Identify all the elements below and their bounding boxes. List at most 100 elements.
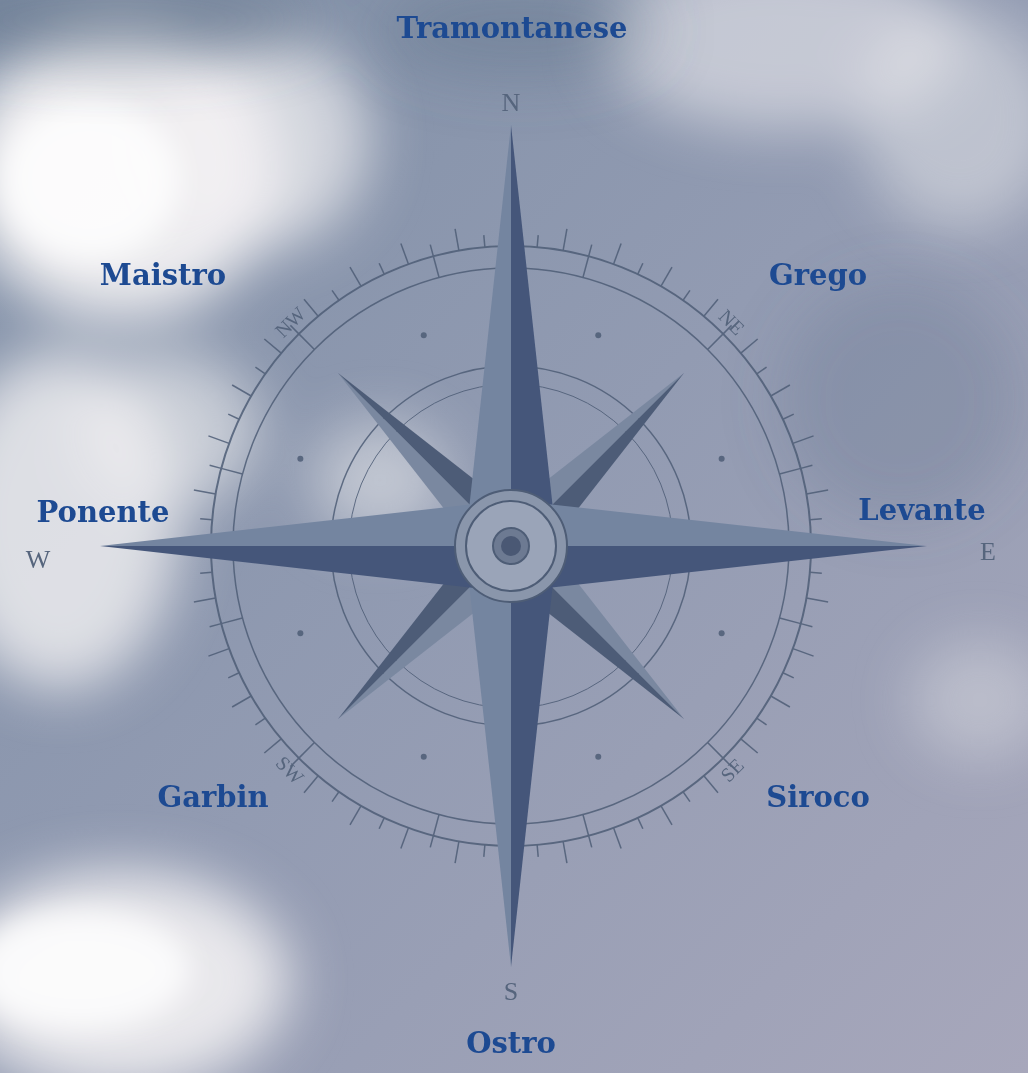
tick (484, 235, 485, 247)
tick (708, 334, 724, 350)
tick (401, 828, 409, 849)
wind-name: Levante (858, 496, 985, 525)
direction-letter: N (502, 90, 521, 116)
tick (563, 841, 567, 863)
tick (810, 519, 822, 520)
tick (332, 792, 339, 802)
dot (719, 456, 725, 462)
direction-letter: W (26, 547, 51, 573)
tick (708, 743, 724, 759)
star-point (465, 546, 511, 967)
wind-name: Maistro (100, 261, 226, 290)
tick (264, 339, 281, 353)
tick (332, 290, 339, 300)
wind-name: Ostro (466, 1029, 556, 1058)
tick (757, 367, 767, 374)
tick (228, 673, 239, 678)
tick (661, 267, 672, 286)
tick (194, 598, 216, 602)
tick (793, 649, 814, 657)
tick (200, 572, 212, 573)
tick (304, 776, 318, 793)
direction-letter: S (504, 979, 518, 1005)
tick (210, 624, 222, 627)
tick (806, 490, 828, 494)
hub (493, 528, 529, 564)
tick (299, 334, 315, 350)
tick (704, 299, 718, 316)
tick (537, 845, 538, 857)
tick (430, 836, 433, 848)
tick (801, 624, 813, 627)
tick (379, 818, 384, 829)
wind-name: Tramontanese (396, 14, 627, 43)
tick (537, 235, 538, 247)
tick (771, 385, 790, 396)
wind-name: Ponente (37, 498, 170, 527)
dot (421, 332, 427, 338)
tick (589, 245, 592, 257)
star-point (100, 546, 511, 592)
direction-letter: E (980, 539, 996, 565)
dot (297, 630, 303, 636)
tick (379, 263, 384, 274)
tick (455, 841, 459, 863)
dot (595, 754, 601, 760)
dot (595, 332, 601, 338)
tick (810, 572, 822, 573)
tick (194, 490, 216, 494)
hub (455, 490, 567, 602)
tick (783, 673, 794, 678)
tick (228, 414, 239, 419)
tick (583, 815, 589, 836)
tick (455, 229, 459, 251)
tick (780, 618, 801, 624)
star-point (465, 125, 511, 546)
tick (704, 776, 718, 793)
tick (614, 828, 622, 849)
tick (741, 739, 758, 753)
star-point (511, 546, 927, 592)
tick (661, 806, 672, 825)
dot (297, 456, 303, 462)
tick (221, 618, 242, 624)
hub (466, 501, 556, 591)
tick (430, 245, 433, 257)
tick (683, 290, 690, 300)
tick (801, 465, 813, 468)
tick (210, 465, 222, 468)
tick (255, 367, 265, 374)
tick (232, 696, 251, 707)
tick (583, 256, 589, 277)
tick (793, 436, 814, 444)
tick (638, 818, 643, 829)
tick (806, 598, 828, 602)
tick (484, 845, 485, 857)
wind-name: Garbin (157, 783, 268, 812)
tick (783, 414, 794, 419)
tick (350, 267, 361, 286)
tick (200, 519, 212, 520)
star-point (511, 546, 557, 967)
wind-name: Grego (769, 261, 867, 290)
tick (401, 243, 409, 264)
tick (350, 806, 361, 825)
tick (771, 696, 790, 707)
tick (208, 436, 229, 444)
hub (501, 536, 521, 556)
tick (221, 468, 242, 474)
tick (757, 718, 767, 725)
tick (614, 243, 622, 264)
tick (208, 649, 229, 657)
tick (232, 385, 251, 396)
tick (741, 339, 758, 353)
tick (299, 743, 315, 759)
tick (780, 468, 801, 474)
tick (589, 836, 592, 848)
tick (683, 792, 690, 802)
tick (433, 815, 439, 836)
tick (433, 256, 439, 277)
tick (563, 229, 567, 251)
dot (719, 630, 725, 636)
